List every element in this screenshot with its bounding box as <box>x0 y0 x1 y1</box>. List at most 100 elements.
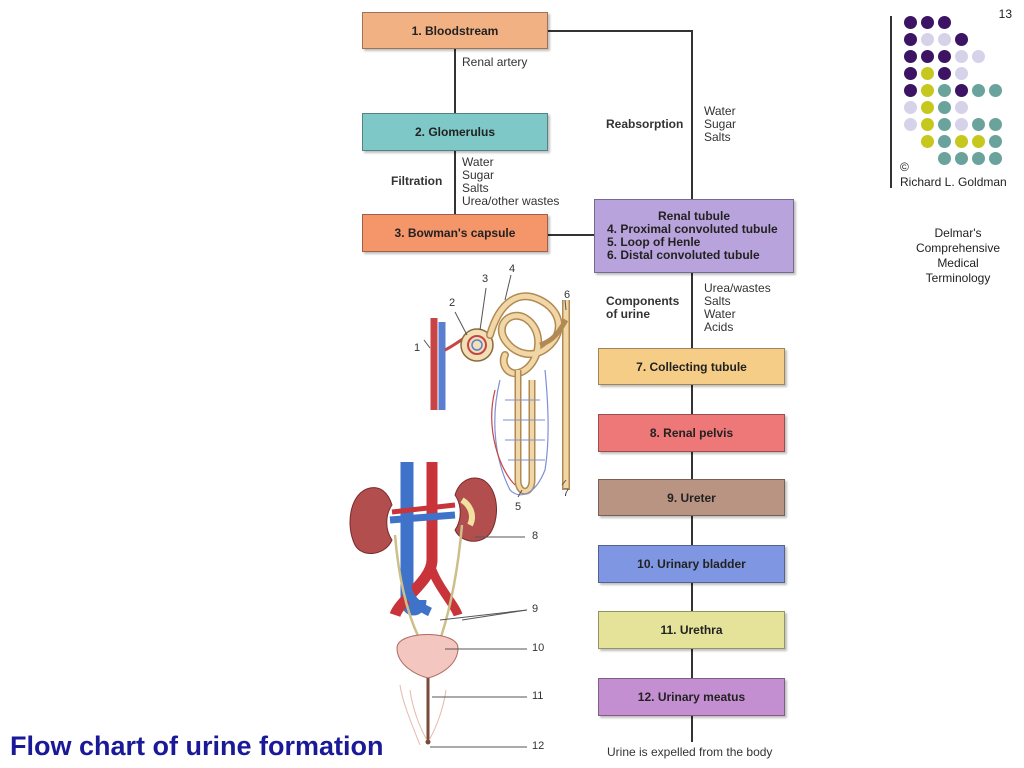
decorative-dot <box>904 101 917 114</box>
decorative-dot <box>938 152 951 165</box>
renal-tubule-part: 4. Proximal convoluted tubule <box>607 222 778 236</box>
components-items: Urea/wastes Salts Water Acids <box>704 282 771 334</box>
decorative-dot <box>904 84 917 97</box>
label-urine-expelled: Urine is expelled from the body <box>607 745 773 759</box>
decorative-dot <box>955 118 968 131</box>
step-glomerulus: 2. Glomerulus <box>362 113 548 151</box>
decorative-dot <box>921 84 934 97</box>
label-reabsorption: Reabsorption <box>606 117 684 131</box>
decorative-dot <box>955 84 968 97</box>
components-item: Salts <box>704 294 731 308</box>
renal-tubule-part: 5. Loop of Henle <box>607 235 701 249</box>
label-filtration: Filtration <box>391 174 443 188</box>
step-urinary-bladder: 10. Urinary bladder <box>598 545 785 583</box>
decorative-dot <box>938 67 951 80</box>
decorative-dot <box>938 84 951 97</box>
decorative-dot <box>955 101 968 114</box>
slide-number: 13 <box>998 7 1012 21</box>
decorative-dot <box>972 152 985 165</box>
diagram-number-7: 7 <box>563 487 570 499</box>
decorative-dot <box>904 50 917 63</box>
step-bloodstream: 1. Bloodstream <box>362 12 548 49</box>
copyright-author: Richard L. Goldman <box>900 175 1007 189</box>
decorative-dot <box>938 118 951 131</box>
decorative-dot <box>921 101 934 114</box>
decorative-dot <box>955 135 968 148</box>
decorative-dot <box>972 84 985 97</box>
decorative-dot <box>955 50 968 63</box>
diagram-number-11: 11 <box>532 690 544 702</box>
reabsorption-item: Sugar <box>704 117 737 131</box>
decorative-dot <box>921 16 934 29</box>
diagram-number-5: 5 <box>515 501 522 513</box>
credit-line: Comprehensive <box>915 241 1001 255</box>
decorative-dot <box>989 118 1002 131</box>
decorative-dot <box>904 33 917 46</box>
decorative-dot <box>972 50 985 63</box>
decorative-dot <box>921 118 934 131</box>
diagram-number-9: 9 <box>532 603 539 615</box>
decorative-dot <box>955 33 968 46</box>
step-ureter: 9. Ureter <box>598 479 785 516</box>
decorative-dot <box>955 152 968 165</box>
decorative-dot <box>989 84 1002 97</box>
step-collecting-tubule: 7. Collecting tubule <box>598 348 785 385</box>
filtration-item: Salts <box>462 181 489 195</box>
decorative-dot <box>989 152 1002 165</box>
slide-title: Flow chart of urine formation <box>10 731 384 761</box>
diagram-number-10: 10 <box>532 642 545 654</box>
decorative-dot <box>921 67 934 80</box>
decorative-dot <box>921 50 934 63</box>
decorative-divider-line <box>890 16 892 188</box>
diagram-number-8: 8 <box>532 530 539 542</box>
decorative-dot <box>955 67 968 80</box>
decorative-dot <box>904 16 917 29</box>
decorative-dot <box>972 118 985 131</box>
decorative-dot <box>989 135 1002 148</box>
nephron-illustration <box>430 292 570 496</box>
decorative-dot <box>938 135 951 148</box>
filtration-item: Sugar <box>462 168 495 182</box>
diagram-number-2: 2 <box>449 297 456 309</box>
reabsorption-item: Salts <box>704 130 731 144</box>
step-bowmans-capsule: 3. Bowman's capsule <box>362 214 548 252</box>
decorative-dot <box>904 67 917 80</box>
credit-line: Terminology <box>925 271 991 285</box>
decorative-dot <box>938 33 951 46</box>
step-urethra: 11. Urethra <box>598 611 785 649</box>
label-components-of-urine: Components of urine <box>606 295 679 321</box>
filtration-items: Water Sugar Salts Urea/other wastes <box>462 156 559 208</box>
decorative-dot <box>921 135 934 148</box>
step-renal-tubule: Renal tubule 4. Proximal convoluted tubu… <box>594 199 794 273</box>
book-credit: Delmar's Comprehensive Medical Terminolo… <box>898 226 1018 286</box>
components-item: Acids <box>704 320 734 334</box>
components-line: of urine <box>606 307 650 321</box>
decorative-dot-grid <box>904 16 1014 168</box>
renal-tubule-part: 6. Distal convoluted tubule <box>607 248 760 262</box>
decorative-dot <box>921 33 934 46</box>
decorative-dot <box>972 135 985 148</box>
credit-line: Delmar's <box>934 226 982 240</box>
reabsorption-item: Water <box>704 104 736 118</box>
step-urinary-meatus: 12. Urinary meatus <box>598 678 785 716</box>
filtration-item: Urea/other wastes <box>462 194 560 208</box>
renal-tubule-title: Renal tubule <box>657 209 730 223</box>
components-item: Urea/wastes <box>704 281 771 295</box>
decorative-dot <box>938 16 951 29</box>
diagram-number-6: 6 <box>564 289 571 301</box>
components-item: Water <box>704 307 736 321</box>
decorative-dot <box>938 101 951 114</box>
decorative-dot <box>904 118 917 131</box>
credit-line: Medical <box>937 256 979 270</box>
decorative-dot <box>938 50 951 63</box>
label-renal-artery: Renal artery <box>462 55 528 69</box>
copyright-symbol: © <box>900 160 909 174</box>
diagram-number-12: 12 <box>532 740 545 752</box>
diagram-number-4: 4 <box>509 263 516 275</box>
diagram-number-3: 3 <box>482 273 489 285</box>
filtration-item: Water <box>462 155 494 169</box>
diagram-number-1: 1 <box>414 342 421 354</box>
leader-lines <box>423 274 567 748</box>
step-renal-pelvis: 8. Renal pelvis <box>598 414 785 452</box>
components-line: Components <box>606 294 680 308</box>
